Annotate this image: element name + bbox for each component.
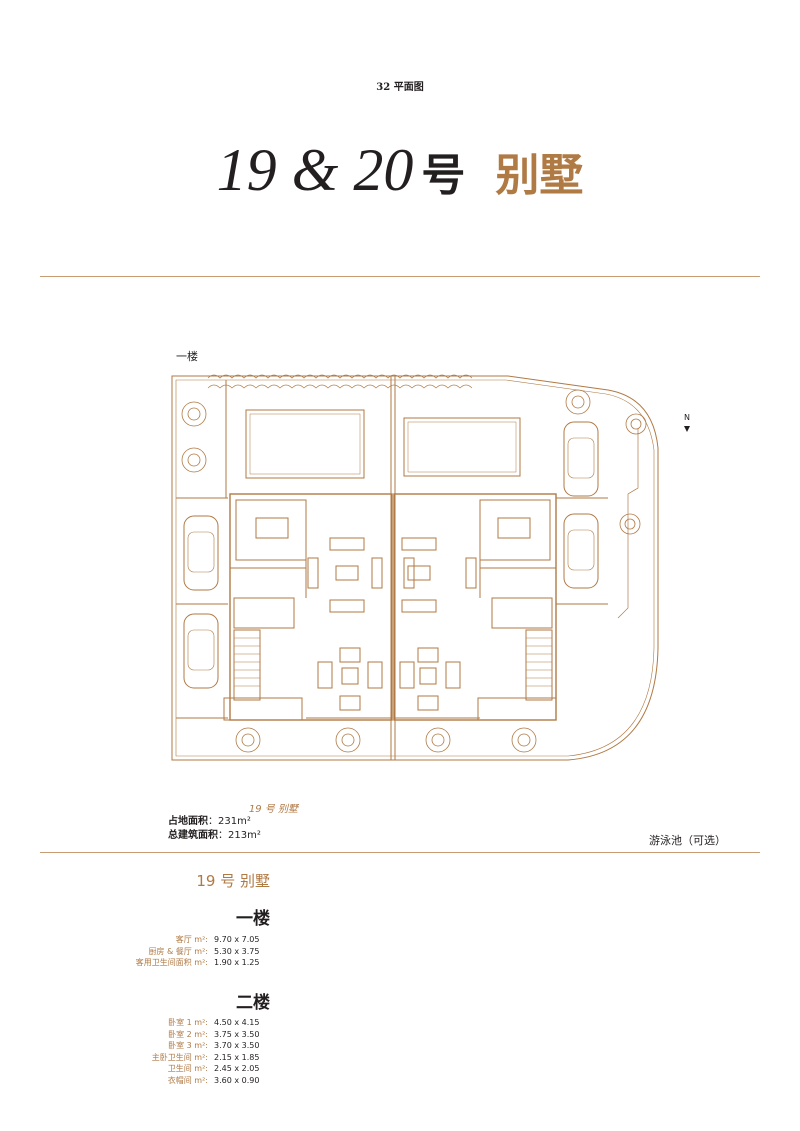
floor2-heading: 二楼 bbox=[236, 993, 270, 1013]
compass-label: N bbox=[684, 413, 690, 422]
dining-table-left bbox=[255, 517, 289, 539]
dining-table-right bbox=[497, 517, 531, 539]
floor1-heading: 一楼 bbox=[236, 909, 270, 929]
room-row: 卧室 1 m²:4.50 x 4.15 bbox=[168, 1018, 260, 1027]
land-area-row: 占地面积：231m² bbox=[168, 816, 251, 827]
plot-info: 19 号 别墅 占地面积：231m² 总建筑面积：213m² bbox=[168, 800, 298, 843]
room-row: 卧室 2 m²:3.75 x 3.50 bbox=[168, 1029, 260, 1039]
car-right-2 bbox=[563, 513, 599, 589]
pool-note: 游泳池（可选） bbox=[649, 834, 726, 847]
plot-info-title: 19 号 别墅 bbox=[248, 804, 298, 815]
house-right bbox=[393, 493, 557, 721]
section-title: 19 号 别墅 bbox=[196, 872, 270, 890]
floor-plan-drawing: N bbox=[171, 374, 690, 761]
house-left bbox=[229, 493, 393, 721]
build-area-row: 总建筑面积：213m² bbox=[168, 830, 261, 841]
section-divider bbox=[40, 852, 760, 853]
compass-arrow-icon bbox=[684, 426, 690, 432]
room-row: 主卧卫生间 m²:2.15 x 1.85 bbox=[151, 1052, 260, 1062]
pool-right bbox=[403, 417, 521, 477]
page-label: 32 平面图 bbox=[376, 82, 424, 93]
room-row: 厨房 & 餐厅 m²:5.30 x 3.75 bbox=[148, 946, 260, 956]
floor2-rooms: 卧室 1 m²:4.50 x 4.15 卧室 2 m²:3.75 x 3.50 … bbox=[100, 1017, 300, 1086]
room-row: 客厅 m²:9.70 x 7.05 bbox=[175, 935, 260, 944]
floor1-rooms: 客厅 m²:9.70 x 7.05 厨房 & 餐厅 m²:5.30 x 3.75… bbox=[100, 934, 300, 969]
site-outline bbox=[171, 375, 659, 761]
car-left-1 bbox=[183, 515, 219, 591]
room-row: 卫生间 m²:2.45 x 2.05 bbox=[167, 1064, 260, 1073]
car-right-1 bbox=[563, 421, 599, 497]
title-number: 19 & 20 bbox=[216, 137, 414, 203]
car-left-2 bbox=[183, 613, 219, 689]
pool-left bbox=[245, 409, 365, 479]
title-hao: 号 bbox=[421, 150, 466, 201]
room-row: 客用卫生间面积 m²:1.90 x 1.25 bbox=[135, 958, 260, 967]
room-row: 衣帽间 m²:3.60 x 0.90 bbox=[167, 1075, 260, 1085]
title-villa: 别墅 bbox=[495, 150, 584, 201]
top-divider bbox=[40, 276, 760, 277]
room-row: 卧室 3 m²:3.70 x 3.50 bbox=[168, 1041, 260, 1050]
floor-plan-caption: 一楼 bbox=[176, 350, 198, 363]
